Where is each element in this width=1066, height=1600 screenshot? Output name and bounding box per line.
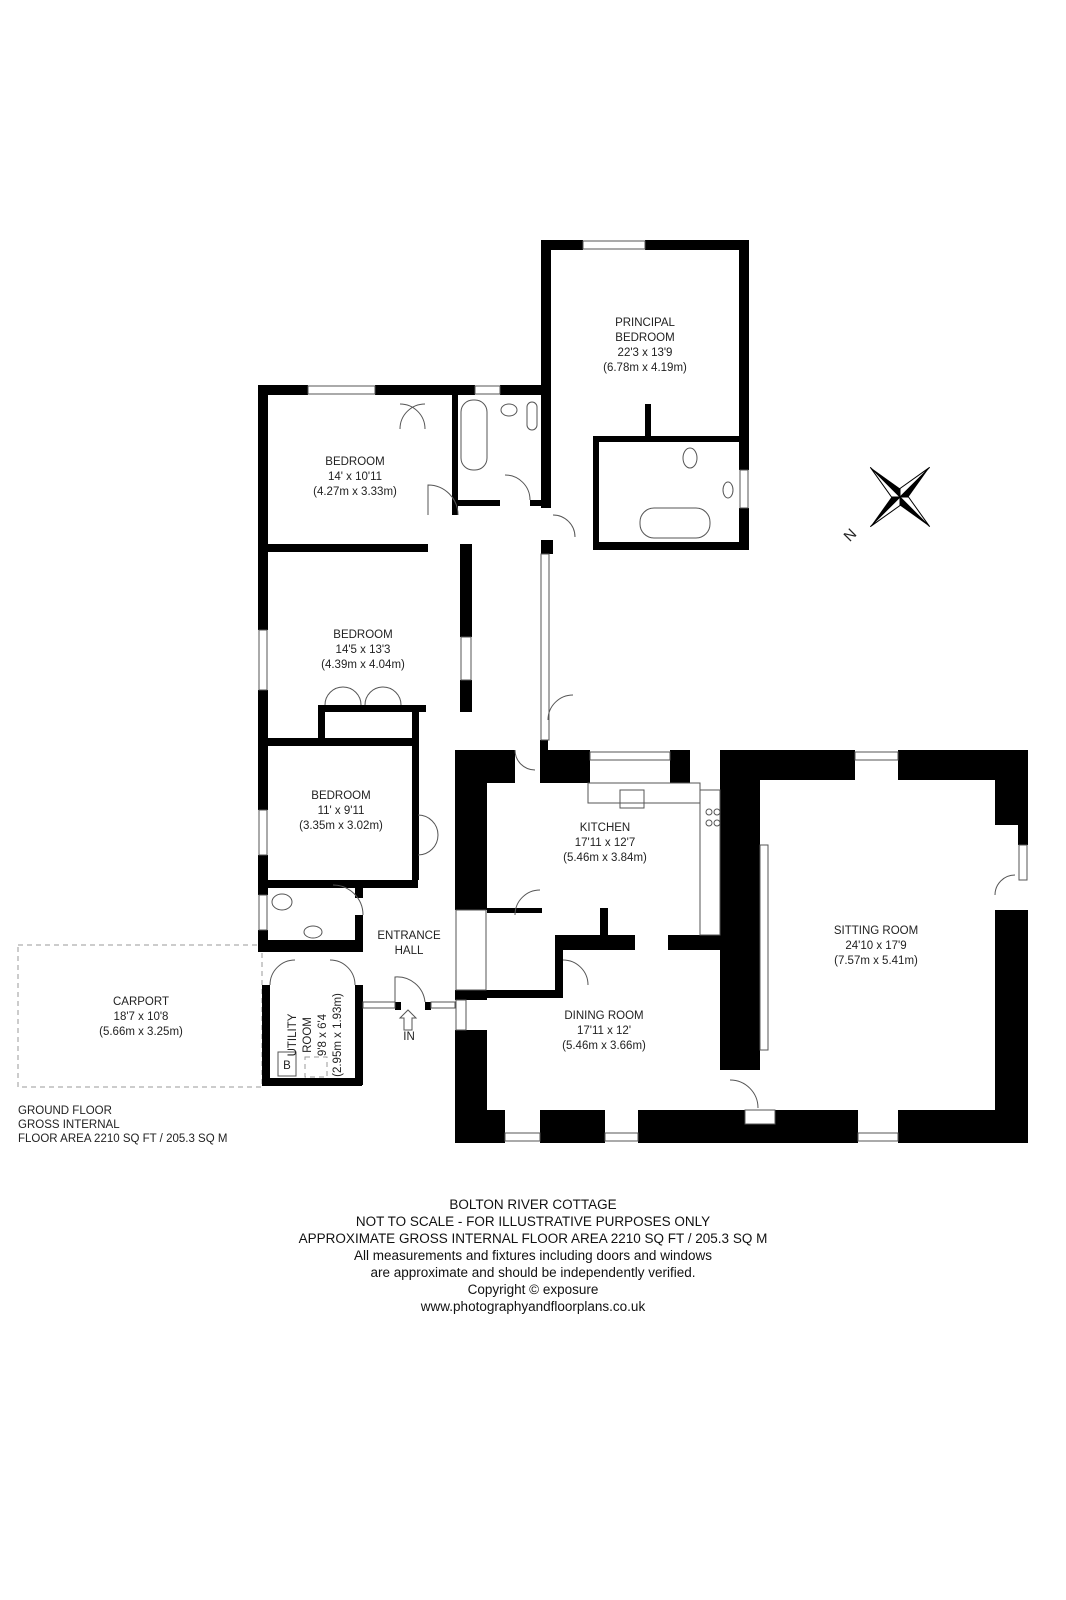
windows	[258, 240, 1028, 1142]
utility-room-name: ROOM	[302, 1017, 314, 1053]
bedroom-3-size: 11' x 9'11	[318, 805, 365, 817]
scale-note: NOT TO SCALE - FOR ILLUSTRATIVE PURPOSES…	[355, 1214, 711, 1229]
door-swings	[269, 474, 1016, 1109]
bedroom-1-size: 14' x 10'11	[328, 471, 382, 483]
wardrobe-doors	[324, 686, 402, 706]
bedroom-3-metric: (3.35m x 3.02m)	[299, 820, 383, 832]
principal-bedroom-size: 22'3 x 13'9	[618, 347, 673, 359]
basin-icon	[303, 925, 323, 939]
north-label: N	[841, 526, 861, 546]
sitting-room-metric: (7.57m x 5.41m)	[834, 955, 918, 967]
fireplace-hearth	[759, 844, 769, 1051]
dining-room-metric: (5.46m x 3.66m)	[562, 1040, 646, 1052]
toilet-icon	[526, 401, 538, 431]
bedroom-1-metric: (4.27m x 3.33m)	[313, 486, 397, 498]
utility-room-name: UTILITY	[287, 1013, 299, 1056]
dining-room-size: 17'11 x 12'	[577, 1025, 631, 1037]
carport-name: CARPORT	[113, 996, 169, 1008]
disclaimer: are approximate and should be independen…	[370, 1265, 696, 1280]
floor-area-value: FLOOR AREA 2210 SQ FT / 205.3 SQ M	[18, 1133, 228, 1145]
wardrobe-doors	[399, 403, 426, 430]
boiler-icon	[277, 1051, 297, 1077]
bedroom-1-name: BEDROOM	[325, 456, 384, 468]
property-title: BOLTON RIVER COTTAGE	[449, 1197, 617, 1212]
principal-bedroom-name: PRINCIPAL	[615, 317, 675, 329]
bathtub-icon	[460, 399, 488, 471]
bathtub-icon	[639, 507, 711, 539]
entrance-hall-name: ENTRANCE	[377, 930, 441, 942]
entrance-hall-name: HALL	[395, 945, 424, 957]
floor-summary: GROUND FLOOR GROSS INTERNAL FLOOR AREA 2…	[18, 1104, 227, 1146]
room-labels: PRINCIPAL BEDROOM 22'3 x 13'9 (6.78m x 4…	[99, 317, 918, 1077]
footer: BOLTON RIVER COTTAGE NOT TO SCALE - FOR …	[0, 1196, 1066, 1315]
floor-name: GROUND FLOOR	[18, 1105, 112, 1117]
boiler-label: B	[283, 1060, 291, 1072]
basin-icon	[500, 403, 518, 417]
principal-bedroom-name: BEDROOM	[615, 332, 674, 344]
toilet-icon	[682, 447, 698, 469]
total-area: APPROXIMATE GROSS INTERNAL FLOOR AREA 22…	[298, 1231, 768, 1246]
basin-icon	[722, 481, 734, 499]
sitting-room-size: 24'10 x 17'9	[845, 940, 906, 952]
compass-rose-icon	[869, 466, 931, 528]
bedroom-3-name: BEDROOM	[311, 790, 370, 802]
walls	[258, 240, 1028, 1143]
carport-metric: (5.66m x 3.25m)	[99, 1026, 183, 1038]
kitchen-name: KITCHEN	[580, 822, 630, 834]
bedroom-2-name: BEDROOM	[333, 629, 392, 641]
worktop	[699, 789, 721, 936]
utility-room-size: 9'8 x 6'4	[317, 1013, 329, 1056]
principal-bedroom-metric: (6.78m x 4.19m)	[603, 362, 687, 374]
disclaimer: All measurements and fixtures including …	[354, 1248, 712, 1263]
hatch-icon	[304, 1056, 328, 1078]
copyright: Copyright © exposure	[467, 1282, 599, 1297]
fixtures	[269, 399, 1016, 1109]
entrance-arrow-icon	[398, 1009, 418, 1031]
website-link[interactable]: www.photographyandfloorplans.co.uk	[420, 1299, 646, 1314]
carport-size: 18'7 x 10'8	[114, 1011, 169, 1023]
sink-icon	[619, 789, 645, 809]
toilet-icon	[271, 893, 293, 911]
sitting-room-name: SITTING ROOM	[834, 925, 918, 937]
bedroom-2-metric: (4.39m x 4.04m)	[321, 659, 405, 671]
utility-room-metric: (2.95m x 1.93m)	[332, 993, 344, 1077]
entrance-marker: IN	[403, 1031, 415, 1043]
dining-room-name: DINING ROOM	[564, 1010, 643, 1022]
kitchen-size: 17'11 x 12'7	[575, 837, 635, 849]
bedroom-2-size: 14'5 x 13'3	[336, 644, 391, 656]
kitchen-metric: (5.46m x 3.84m)	[563, 852, 647, 864]
floor-area-label: GROSS INTERNAL	[18, 1119, 120, 1131]
